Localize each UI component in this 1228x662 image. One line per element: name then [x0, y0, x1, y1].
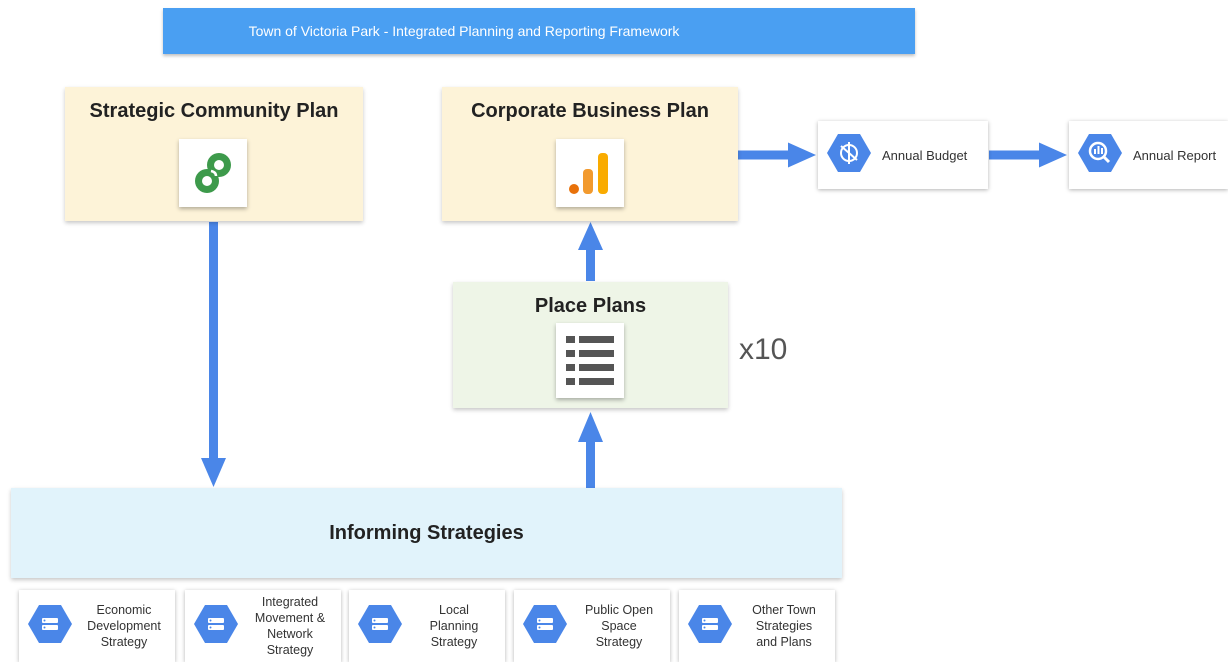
strategy-label-line: Integrated: [261, 595, 319, 609]
list-icon: [556, 323, 624, 398]
strategy-label-line: Economic: [96, 603, 152, 617]
place-plans-title: Place Plans: [534, 295, 647, 317]
arrow-informing-to-place: [586, 440, 595, 488]
strategy-label-line: Strategies: [755, 619, 813, 633]
corporate-business-plan-title: Corporate Business Plan: [471, 100, 709, 122]
strategy-label-line: Other Town: [752, 603, 816, 617]
strategy-label-line: Development: [87, 619, 161, 633]
arrow-place-to-corporate: [586, 248, 595, 281]
strategy-label-line: Strategy: [430, 635, 478, 649]
arrow-informing-to-place-head: [578, 412, 603, 442]
annual-report-label: Annual Report: [1133, 147, 1217, 163]
place-plans-multiplier: x10: [739, 333, 788, 366]
strategy-label-line: Strategy: [266, 643, 314, 657]
strategy-label-line: Local: [439, 603, 469, 617]
hexagon-strategy-icon: [357, 604, 403, 649]
hexagon-budget-icon: [826, 133, 872, 178]
informing-strategies-panel: Informing Strategies: [11, 488, 842, 578]
annual-budget-node: Annual Budget: [818, 121, 988, 189]
arrow-place-to-corporate-head: [578, 222, 603, 250]
arrow-scp-to-informing-head: [201, 458, 226, 487]
linked-circles-icon: [179, 139, 247, 207]
strategic-community-plan-title: Strategic Community Plan: [89, 100, 339, 122]
strategy-label-line: Strategy: [595, 635, 643, 649]
arrow-budget-to-report: [989, 150, 1041, 160]
hexagon-strategy-icon: [27, 604, 73, 649]
strategy-label-line: Public Open: [584, 603, 654, 617]
hexagon-strategy-icon: [687, 604, 733, 649]
arrow-corporate-to-budget-head: [788, 142, 816, 168]
bar-chart-icon: [556, 139, 624, 207]
strategy-label-line: Space: [601, 619, 637, 633]
informing-strategies-title: Informing Strategies: [329, 522, 524, 544]
diagram-title: Town of Victoria Park - Integrated Plann…: [248, 23, 680, 39]
annual-budget-label: Annual Budget: [882, 147, 968, 163]
arrow-budget-to-report-head: [1039, 142, 1067, 168]
strategy-label-line: and Plans: [756, 635, 812, 649]
strategy-label-line: Strategy: [100, 635, 148, 649]
hexagon-strategy-icon: [522, 604, 568, 649]
hexagon-strategy-icon: [193, 604, 239, 649]
place-plans-panel: Place Plans: [453, 282, 728, 408]
corporate-business-plan-panel: Corporate Business Plan: [442, 87, 738, 221]
arrow-scp-to-informing: [209, 222, 218, 460]
strategy-label-line: Movement &: [254, 611, 326, 625]
arrow-corporate-to-budget: [738, 150, 790, 160]
strategic-community-plan-panel: Strategic Community Plan: [65, 87, 363, 221]
annual-report-node: Annual Report: [1069, 121, 1228, 189]
diagram-title-bar: Town of Victoria Park - Integrated Plann…: [163, 8, 915, 54]
hexagon-report-icon: [1077, 133, 1123, 178]
strategy-label-line: Planning: [429, 619, 479, 633]
strategy-label-line: Network: [267, 627, 313, 641]
